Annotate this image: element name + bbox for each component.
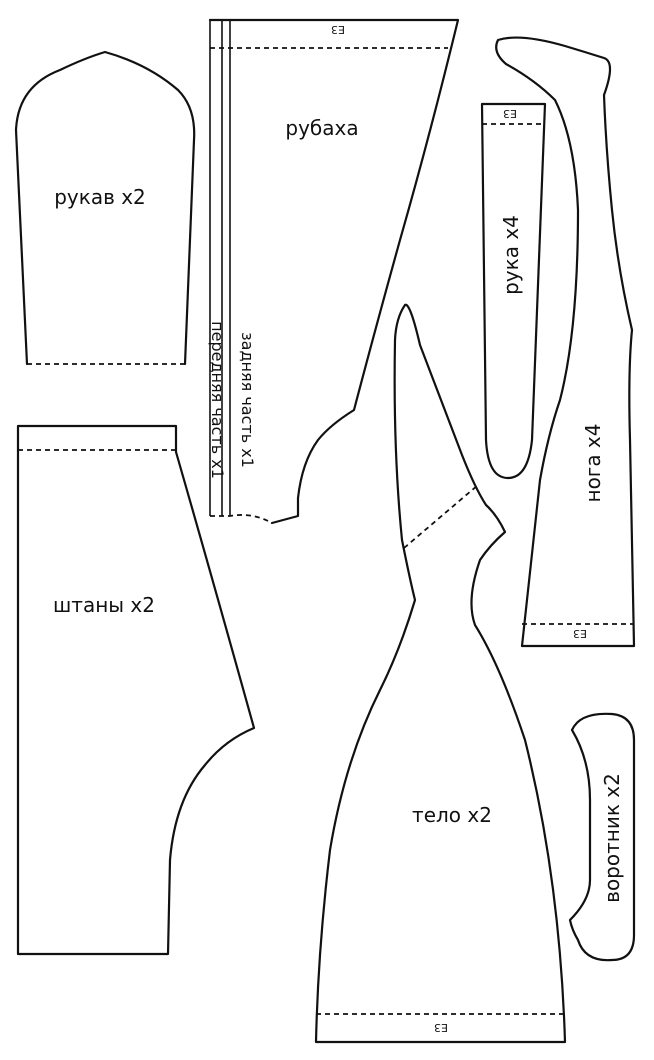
sleeve-label: рукав x2 [54,185,146,209]
shirt-outline [208,18,460,525]
sleeve-outline [14,50,196,366]
pants-label: штаны x2 [53,593,155,617]
body-neck-seam [403,484,479,549]
arm-piece: E3 рука x4 [480,102,547,480]
pants-outline [16,424,256,956]
arm-seam-mark: E3 [503,107,517,120]
arm-outline [480,102,547,480]
body-outline [314,303,567,1044]
shirt-seam-mark: E3 [331,23,345,36]
collar-label: воротник x2 [600,773,624,903]
shirt-front-label: передняя часть x1 [208,321,227,479]
arm-label: рука x4 [499,215,523,295]
pants-piece: штаны x2 [16,424,256,956]
sleeve-piece: рукав x2 [14,50,196,366]
body-seam-mark: E3 [434,1021,448,1034]
leg-piece: E3 нога x4 [495,36,636,648]
body-piece: E3 тело x2 [314,303,567,1044]
collar-piece: воротник x2 [568,712,636,962]
shirt-piece: E3 рубаха задняя часть x1 передняя часть… [208,18,460,525]
shirt-back-label: задняя часть x1 [238,332,257,468]
body-label: тело x2 [412,803,492,827]
leg-label: нога x4 [581,424,605,503]
shirt-label: рубаха [285,116,358,140]
leg-outline [495,36,636,648]
shirt-hem-seam [210,514,273,524]
leg-seam-mark: E3 [573,627,587,640]
collar-outline [568,712,636,962]
